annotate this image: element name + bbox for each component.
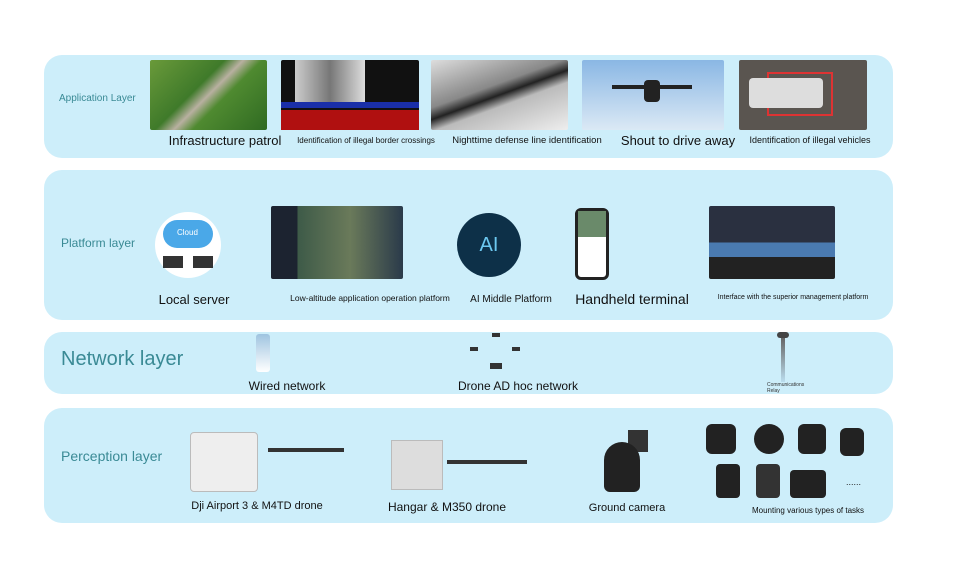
command-center-image [709,206,835,279]
more-payloads-ellipsis: ...... [846,477,862,487]
hangar-icon [391,440,443,490]
caption-illegal-vehicles: Identification of illegal vehicles [749,135,871,145]
ai-icon: AI [457,213,521,277]
network-layer-panel [44,332,893,394]
nighttime-defense-image [431,60,568,130]
drone-network-icon [470,333,520,373]
ethernet-cable-icon [256,334,270,372]
application-layer-title: Application Layer [59,93,136,104]
caption-communications-relay: Communications Relay [767,382,805,394]
caption-nighttime-defense: Nighttime defense line identification [452,135,602,146]
caption-mounting-tasks: Mounting various types of tasks [751,506,865,515]
caption-hangar-m350: Hangar & M350 drone [387,500,507,514]
ground-camera-icon [600,430,650,496]
dji-airport-icon [190,432,258,492]
payloads-icon [706,424,866,500]
m4td-drone-icon [268,448,344,452]
platform-layer-title: Platform layer [61,236,136,250]
network-layer-title: Network layer [61,348,184,370]
border-crossing-image [281,60,419,130]
operation-platform-screenshot [271,206,403,279]
caption-infrastructure-patrol: Infrastructure patrol [168,133,282,148]
communications-relay-icon [777,332,789,382]
caption-wired-network: Wired network [248,379,326,393]
illegal-vehicle-image [739,60,867,130]
caption-ground-camera: Ground camera [588,502,666,514]
caption-ai-middle-platform: AI Middle Platform [470,294,552,305]
perception-layer-title: Perception layer [61,448,163,464]
caption-handheld-terminal: Handheld terminal [575,291,689,307]
perception-layer-panel [44,408,893,523]
caption-local-server: Local server [158,292,230,307]
caption-drone-adhoc-network: Drone AD hoc network [457,379,579,393]
caption-operation-platform: Low-altitude application operation platf… [290,293,450,303]
caption-dji-airport: Dji Airport 3 & M4TD drone [191,500,323,512]
cloud-server-icon: Cloud [155,212,221,278]
infrastructure-patrol-image [150,60,267,130]
m350-drone-icon [447,460,527,464]
caption-shout-drive-away: Shout to drive away [620,133,736,148]
shout-drone-image [582,60,724,130]
caption-border-crossings: Identification of illegal border crossin… [297,136,435,145]
caption-superior-platform-interface: Interface with the superior management p… [717,294,869,301]
handheld-phone-icon [575,208,609,280]
